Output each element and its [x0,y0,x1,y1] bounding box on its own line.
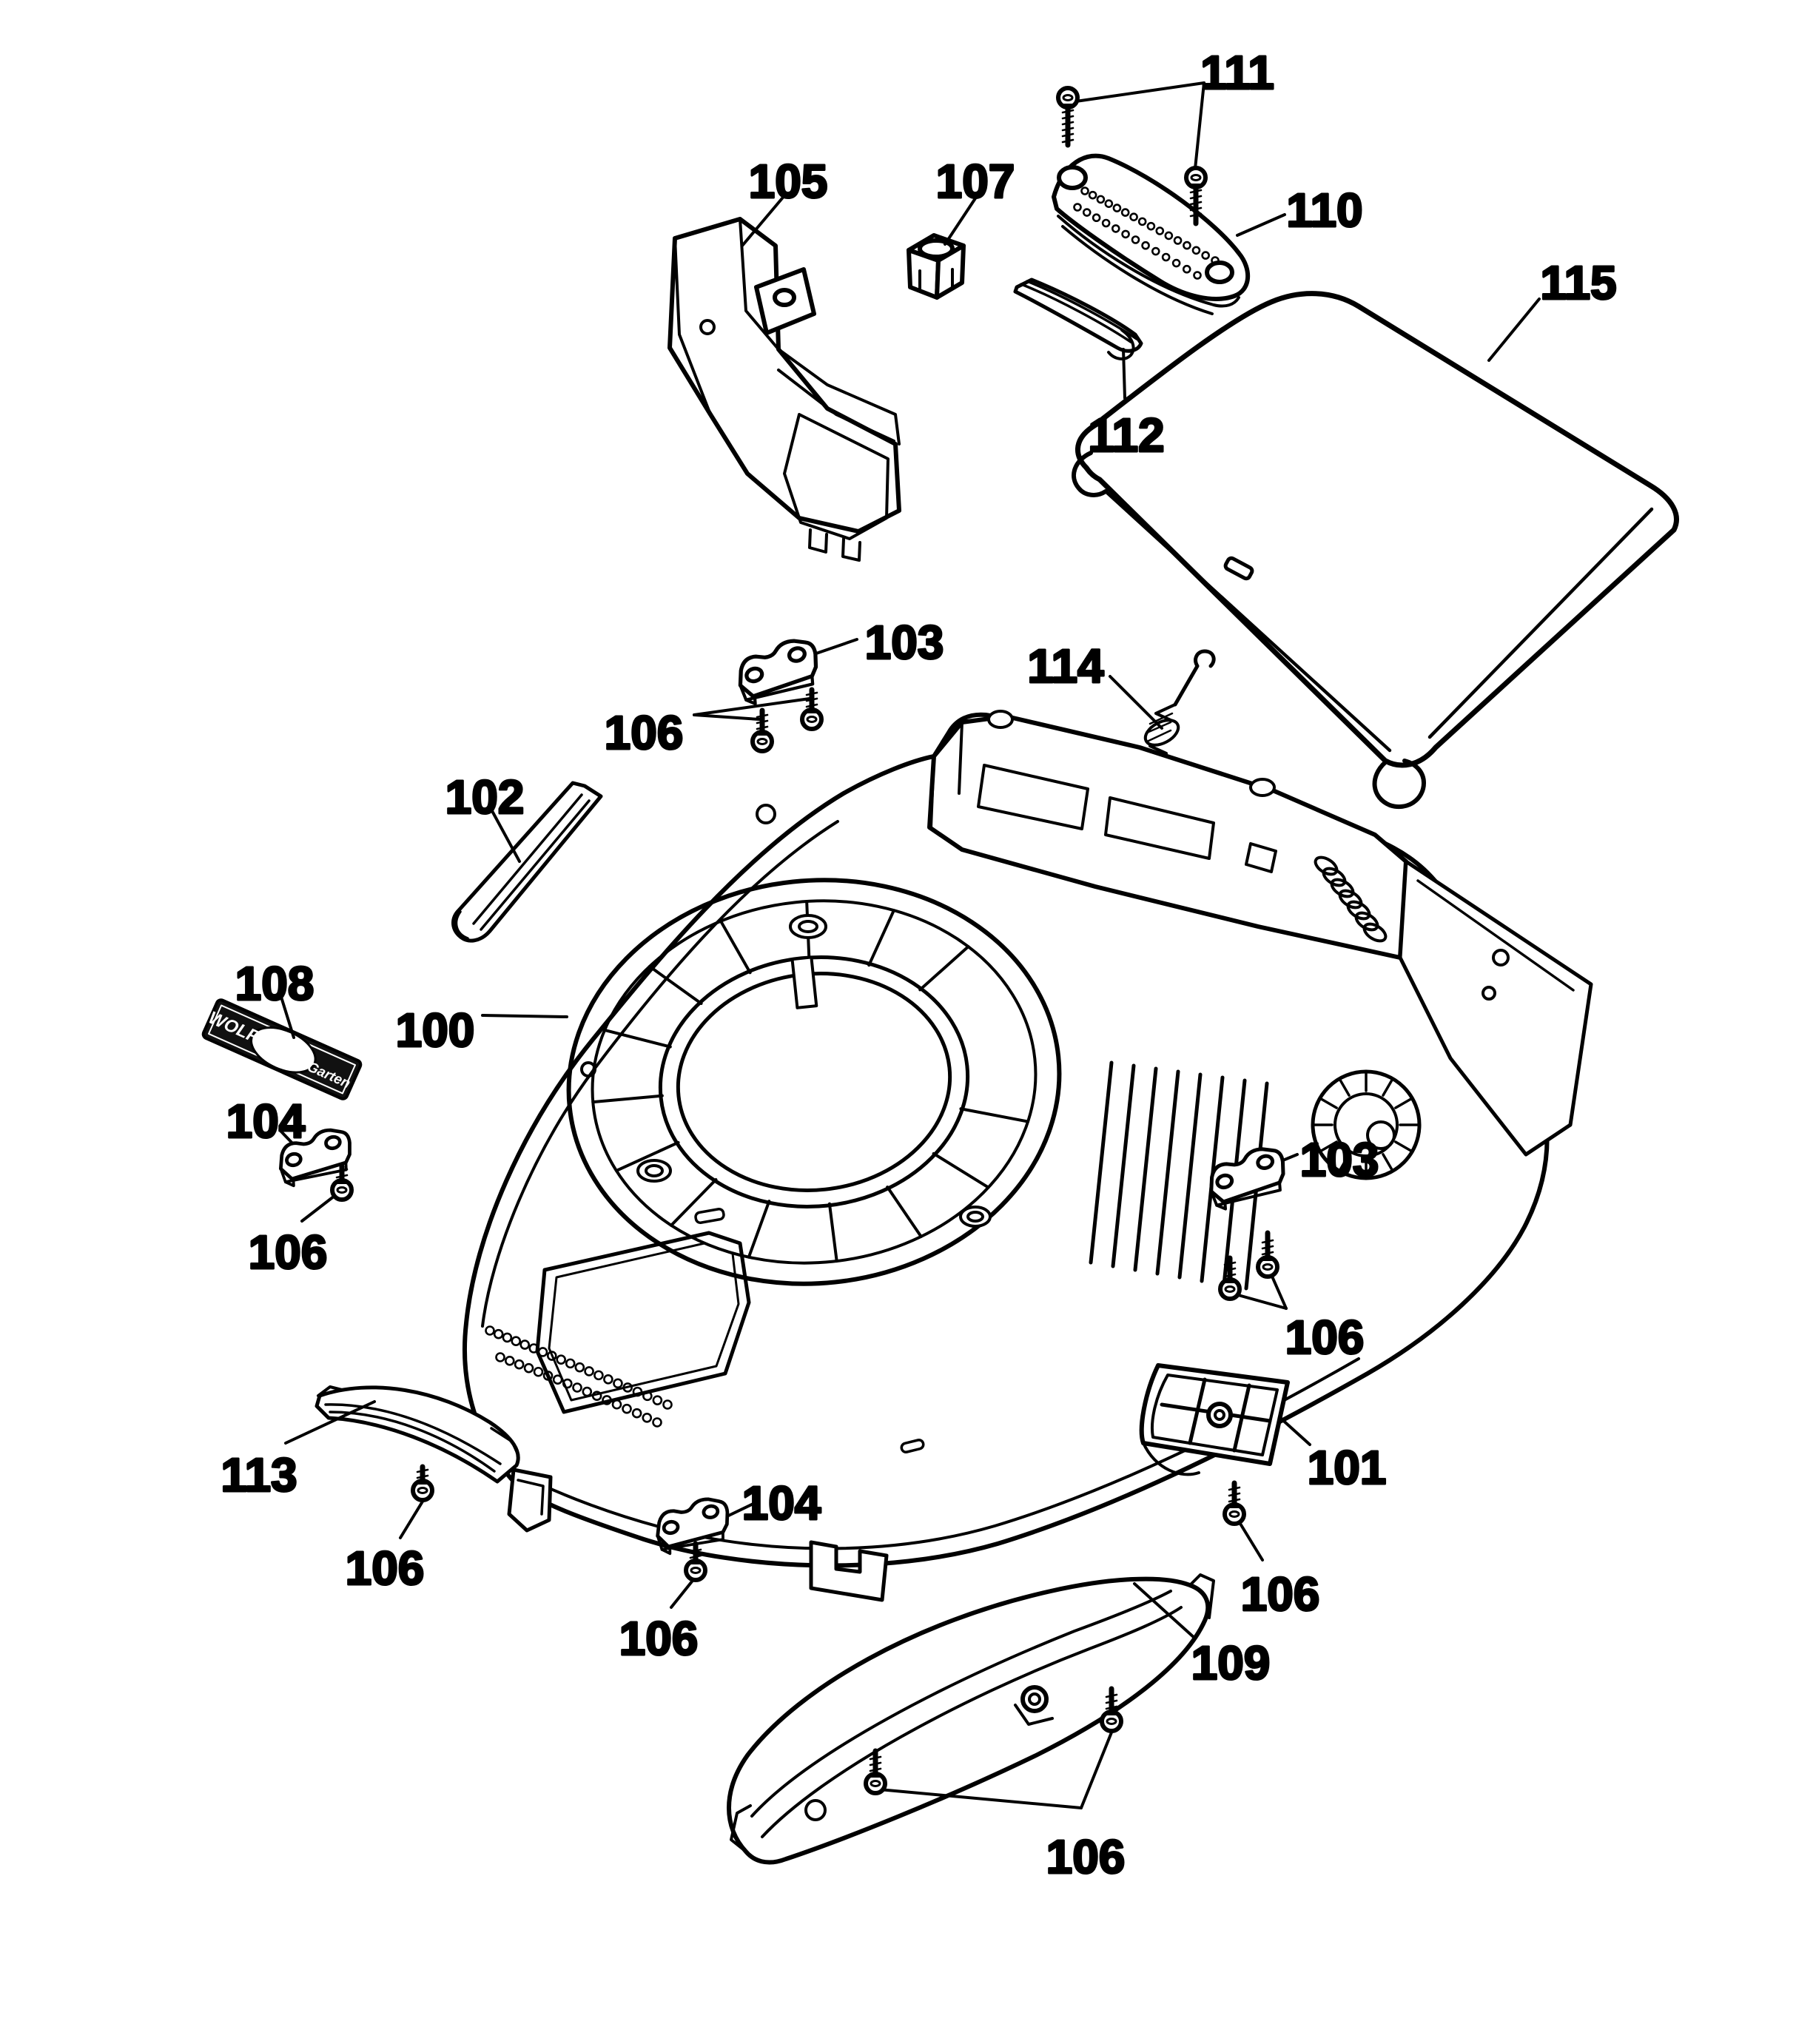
leader-line-106 [300,1194,336,1223]
leader-line-103 [813,638,858,656]
part-label-109: 109 [1191,1636,1271,1690]
leader-line-111 [1069,81,1205,104]
leader-line-101 [1278,1416,1311,1446]
screw-106-111 [1223,1480,1246,1526]
part-label-115: 115 [1540,256,1616,309]
leader-line-106 [878,1788,1083,1809]
part-label-106: 106 [1241,1567,1320,1621]
part-label-100: 100 [396,1003,475,1057]
clamp-part-103 [738,639,818,706]
part-label-102: 102 [445,770,525,824]
screw-106-111 [864,1748,887,1795]
part-label-114: 114 [1027,639,1104,693]
leader-line-105 [741,192,787,247]
part-label-103: 103 [1300,1133,1379,1186]
leader-line-106 [670,1576,696,1609]
part-101-grid-plate-drawing [1139,1363,1290,1476]
leader-line-113 [284,1400,376,1445]
part-label-110: 110 [1286,184,1362,237]
screw-106-111 [684,1541,707,1582]
clamps [278,639,1285,1556]
leader-line-106 [693,713,761,721]
part-label-106: 106 [1285,1311,1365,1364]
screw-106-111 [1056,86,1080,148]
part-label-104: 104 [742,1476,821,1530]
screw-106-111 [330,1163,354,1202]
leader-line-106 [1237,1519,1264,1561]
part-label-113: 113 [221,1448,297,1502]
screw-106-111 [1218,1255,1242,1301]
part-label-105: 105 [749,155,828,208]
leader-line-107 [944,192,980,246]
screw-106-111 [750,707,774,753]
part-label-104: 104 [226,1095,306,1148]
leader-line-100 [481,1014,568,1018]
part-label-106: 106 [346,1542,425,1595]
part-label-111: 111 [1200,46,1274,99]
part-109-rear-flap-drawing [727,1573,1215,1865]
screw-106-111 [800,687,824,731]
part-label-108: 108 [235,957,315,1010]
leader-line-115 [1487,297,1541,362]
leader-line-110 [1236,213,1286,237]
part-label-106: 106 [619,1612,699,1665]
part-labels: 111 105 107 110 115 112 103 106 114 102 108 100 104 1… [220,45,1618,1885]
leader-line-106 [399,1496,426,1539]
leader-line-114 [1109,675,1163,730]
part-113-bumper-drawing [315,1385,520,1484]
part-107-bushing-drawing [907,233,966,300]
part-112-strip-drawing [1013,278,1143,360]
part-114-spring-drawing [1108,649,1216,799]
screws [330,86,1279,1795]
screw-106-111 [1184,166,1208,226]
leader-line-109 [1133,1582,1197,1640]
clamp-part-104 [656,1497,730,1556]
part-label-107: 107 [936,155,1015,208]
leader-line-112 [1122,348,1126,400]
leader-line-106 [1231,1292,1288,1310]
part-label-101: 101 [1308,1441,1387,1494]
part-label-106: 106 [1046,1830,1126,1883]
leader-line-108 [279,993,295,1039]
leader-line-102 [490,808,521,863]
part-label-106: 106 [605,706,684,759]
part-label-103: 103 [865,616,944,669]
clamp-part-103 [1209,1147,1285,1211]
part-105-hood-bracket-drawing [667,217,901,562]
part-label-112: 112 [1088,409,1164,462]
leader-line-111 [1194,81,1205,170]
part-108-nameplate-drawing: WOLF Garten [201,998,363,1100]
screw-106-111 [1100,1686,1123,1733]
leader-line-106 [1080,1727,1114,1809]
screw-106-111 [411,1464,434,1502]
screw-106-111 [1256,1230,1279,1279]
clamp-part-104 [278,1128,352,1188]
leader-line-106 [693,697,811,716]
part-115-lid-drawing [1072,291,1679,809]
part-110-handle-drawing [1052,153,1251,315]
part-100-deck-housing-drawing [463,710,1593,1602]
part-label-106: 106 [249,1226,328,1279]
part-102-trim-strip-drawing [451,781,603,943]
